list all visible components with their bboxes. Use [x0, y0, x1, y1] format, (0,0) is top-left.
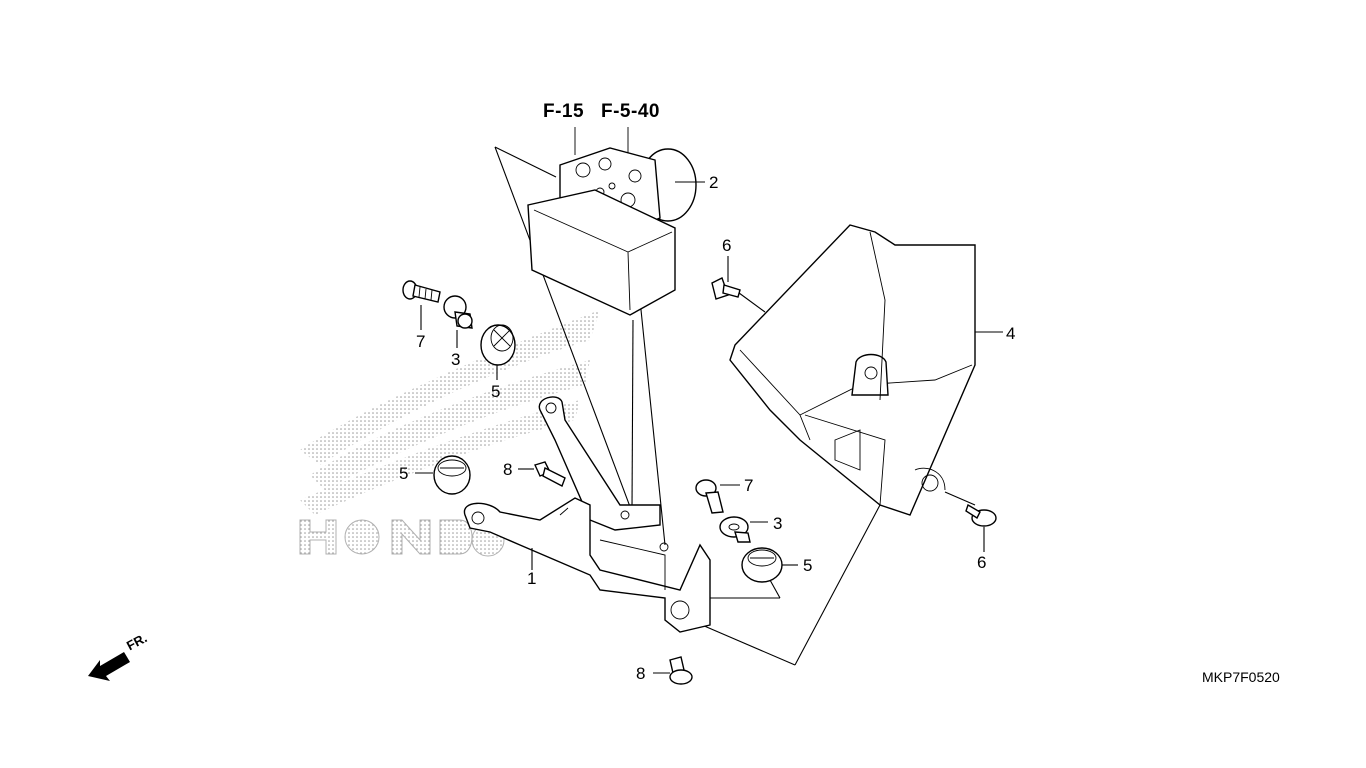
callout-3-top: 3: [451, 350, 461, 369]
fastener-bolt-8-middle: [534, 461, 566, 487]
callout-leaders: [415, 181, 1003, 674]
callout-2: 2: [709, 173, 719, 192]
callout-7-top: 7: [416, 332, 426, 351]
callout-3-right: 3: [773, 514, 783, 533]
callout-8-bottom: 8: [636, 664, 646, 683]
reference-label-f15: F-15: [543, 101, 585, 122]
front-direction-arrow-icon: [88, 652, 130, 681]
fastener-bolt-8-bottom: [669, 656, 693, 685]
callout-7-right: 7: [744, 476, 754, 495]
mounting-bracket: [463, 396, 711, 633]
callout-6-top: 6: [722, 236, 732, 255]
brand-watermark-logo: [299, 310, 600, 557]
fastener-bolt-7-right: [695, 479, 724, 514]
grommet-5-right: [741, 547, 783, 583]
callout-5-right: 5: [803, 556, 813, 575]
fastener-bolt-6-right: [965, 503, 997, 527]
callout-8-middle: 8: [503, 460, 513, 479]
diagram-code: MKP7F0520: [1202, 669, 1280, 685]
collar-3-right: [719, 516, 751, 543]
callout-4: 4: [1006, 324, 1016, 343]
callout-1: 1: [527, 569, 537, 588]
reference-label-f540: F-5-40: [601, 101, 660, 122]
callout-5-top: 5: [491, 382, 501, 401]
grommet-5-left: [433, 455, 471, 495]
collar-3-top: [443, 295, 473, 329]
grommet-5-top: [480, 324, 516, 366]
callout-6-right: 6: [977, 553, 987, 572]
modulator-unit: [527, 147, 697, 316]
fastener-bolt-6-top: [711, 277, 741, 300]
callout-5-left: 5: [399, 464, 409, 483]
modulator-cover: [729, 224, 976, 516]
fastener-bolt-7-top: [402, 280, 441, 303]
